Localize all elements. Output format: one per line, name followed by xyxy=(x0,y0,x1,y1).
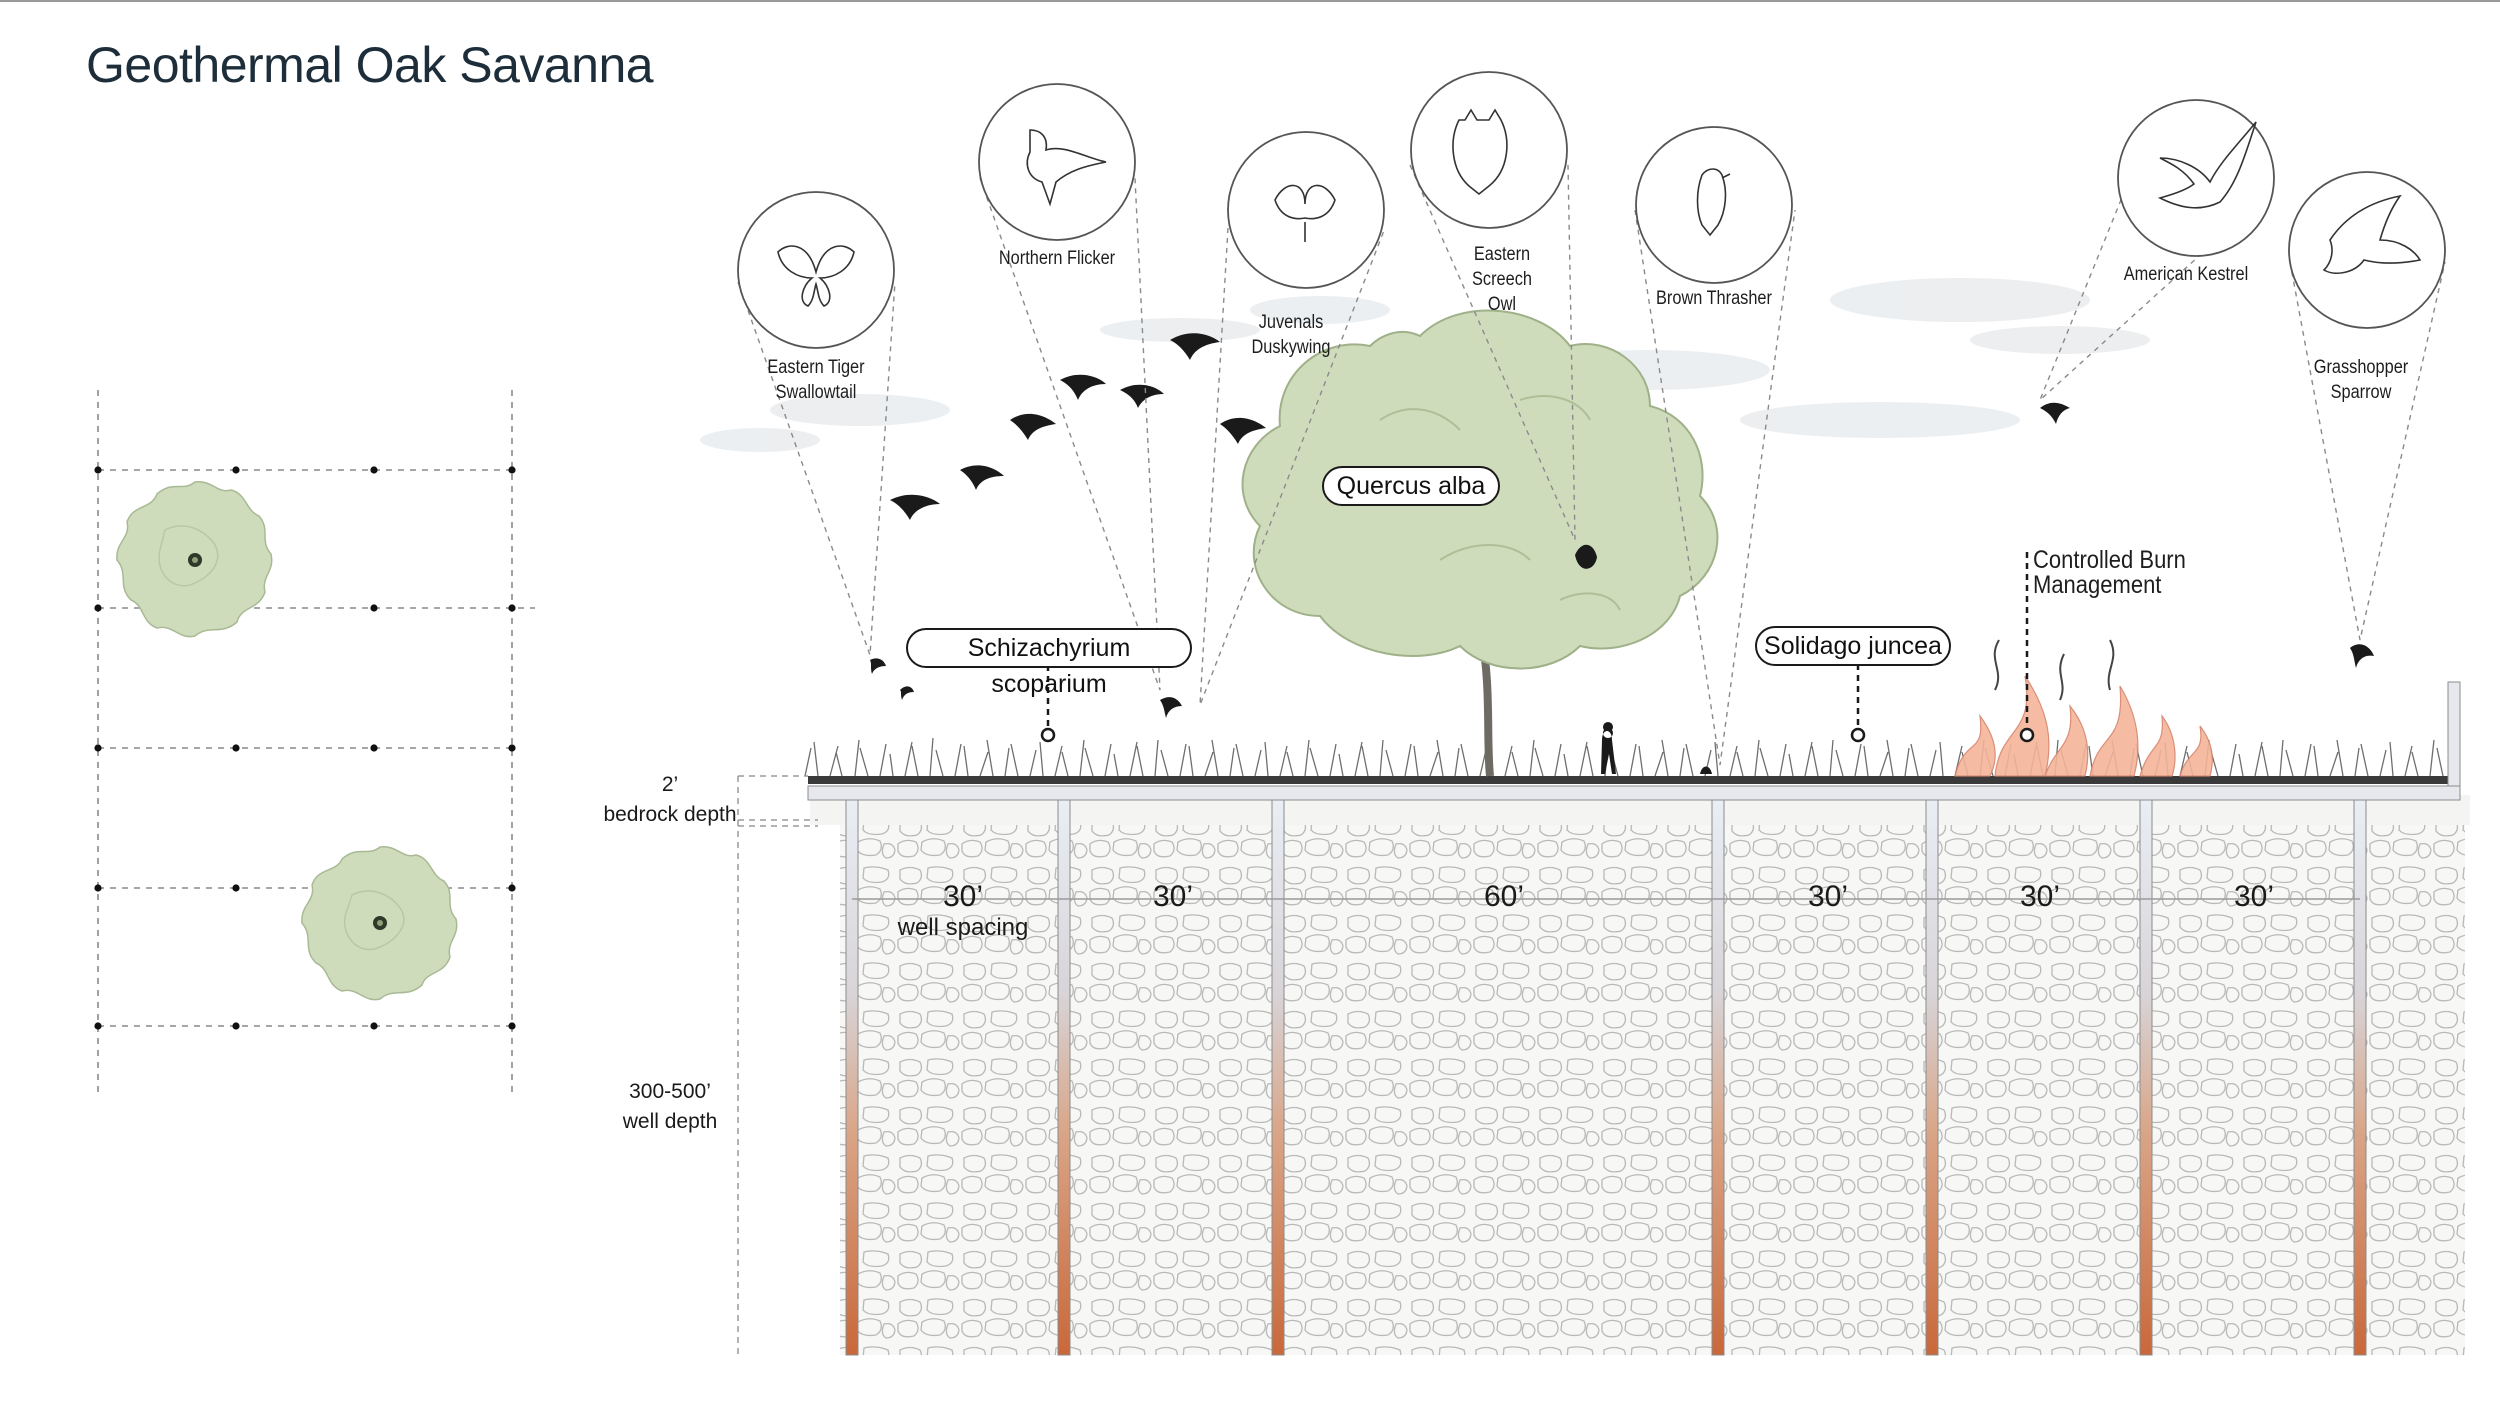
spacing-label-2: 30’ xyxy=(1152,880,1194,913)
species-icons xyxy=(737,71,2446,349)
bedrock xyxy=(840,800,2465,1355)
plan-oak-canopy-1 xyxy=(116,481,273,638)
bedrock-depth-value: 2’ xyxy=(661,773,679,796)
plant-leaders xyxy=(1046,552,2029,730)
management-label: Controlled Burn Management xyxy=(2033,546,2186,599)
well-depth-label: well depth xyxy=(622,1110,718,1133)
spacing-label-5: 30’ xyxy=(2019,880,2061,913)
burn-smoke xyxy=(1993,639,2115,701)
header-pipes xyxy=(807,681,2461,801)
spacing-label-6: 30’ xyxy=(2233,880,2275,913)
spacing-label-3: 60’ xyxy=(1483,880,1525,913)
well-depth-value: 300-500’ xyxy=(629,1080,711,1103)
spacing-label-1: 30’ xyxy=(942,880,984,913)
spacing-label-4: 30’ xyxy=(1807,880,1849,913)
page-title: Geothermal Oak Savanna xyxy=(86,37,654,93)
top-rule xyxy=(0,0,2500,2)
depth-dimension-lines xyxy=(737,775,818,1355)
geothermal-wells xyxy=(845,799,2367,1356)
plant-leader-dots xyxy=(1040,727,2035,743)
species-label-brown-thrasher: Brown Thrasher xyxy=(1656,288,1772,309)
plant-label-schizachyrium-scoparium: Schizachyrium scoparium xyxy=(906,628,1192,698)
plan-view xyxy=(94,390,535,1095)
plant-label-quercus-alba: Quercus alba xyxy=(1322,466,1500,506)
species-callout-lines xyxy=(737,164,2446,766)
controlled-burn-flames xyxy=(1954,675,2213,777)
plan-well-points xyxy=(94,466,516,1030)
well-spacing-label: well spacing xyxy=(897,914,1029,941)
plant-label-solidago-juncea: Solidago juncea xyxy=(1755,626,1951,666)
species-label-american-kestrel: American Kestrel xyxy=(2123,264,2249,285)
species-label-northern-flicker: Northern Flicker xyxy=(998,248,1116,269)
wildlife-silhouettes xyxy=(870,333,2374,774)
plan-oak-canopy-2 xyxy=(301,846,458,1001)
species-icon-drawings xyxy=(777,108,2422,307)
bedrock-depth-label: bedrock depth xyxy=(603,803,737,826)
